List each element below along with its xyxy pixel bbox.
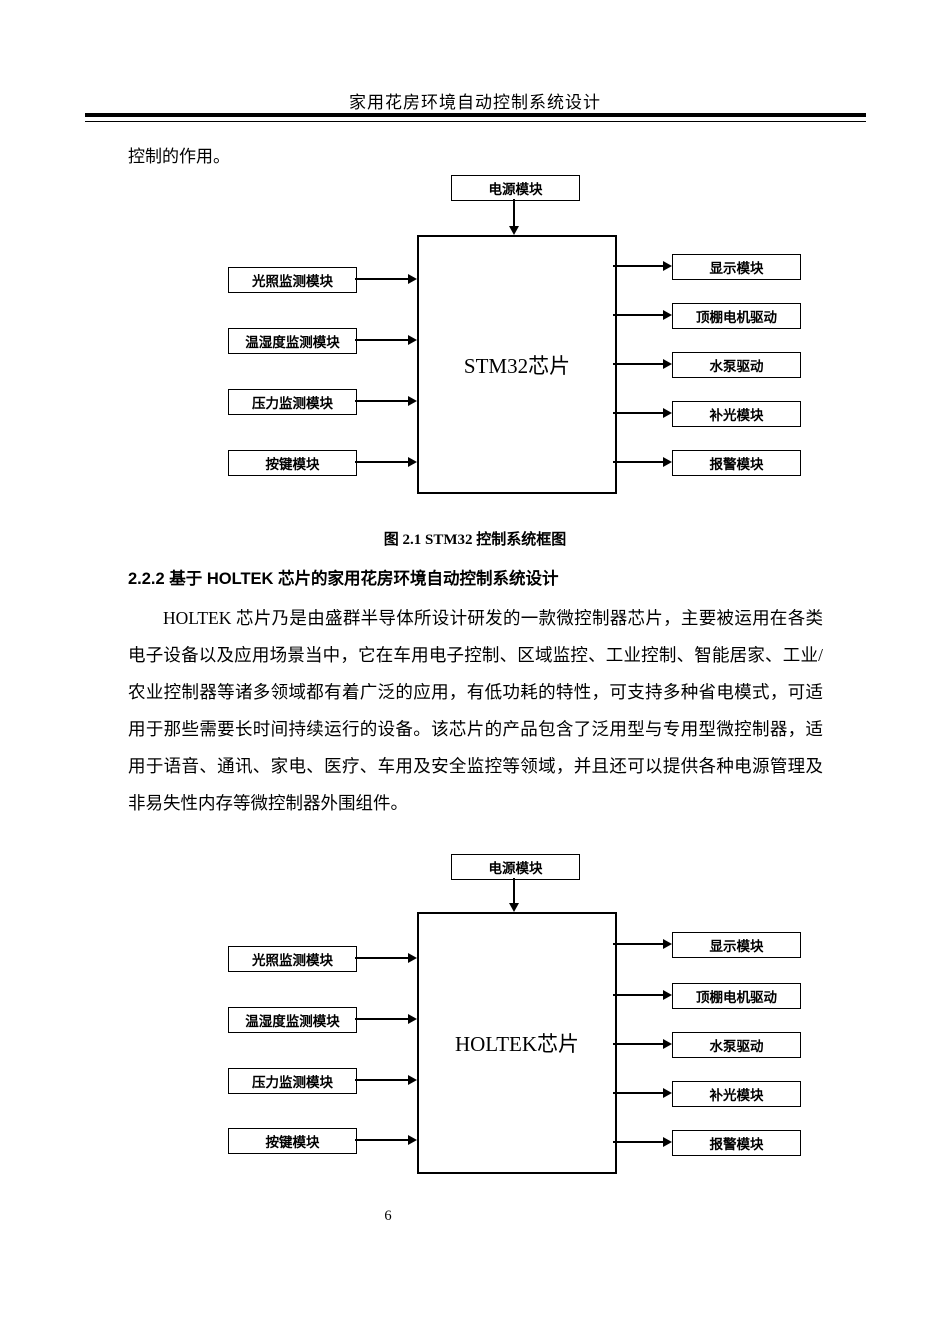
output-module-box: 补光模块 xyxy=(672,1081,801,1107)
output-module-box: 显示模块 xyxy=(672,932,801,958)
output-arrow xyxy=(613,457,672,467)
chip-box: STM32芯片 xyxy=(417,235,617,494)
figure-caption: 图 2.1 STM32 控制系统框图 xyxy=(383,532,567,548)
output-module-box: 报警模块 xyxy=(672,450,801,476)
power-module-box: 电源模块 xyxy=(451,175,580,201)
output-arrow xyxy=(613,1137,672,1147)
output-module-box: 水泵驱动 xyxy=(672,352,801,378)
output-arrow xyxy=(613,1088,672,1098)
input-module-box: 光照监测模块 xyxy=(228,267,357,293)
input-arrow xyxy=(355,1075,417,1085)
intro-text: 控制的作用。 xyxy=(128,147,230,166)
input-module-box: 按键模块 xyxy=(228,1128,357,1154)
output-module-box: 报警模块 xyxy=(672,1130,801,1156)
power-down-arrow xyxy=(509,878,519,912)
input-module-box: 压力监测模块 xyxy=(228,389,357,415)
input-module-box: 温湿度监测模块 xyxy=(228,1007,357,1033)
output-module-box: 水泵驱动 xyxy=(672,1032,801,1058)
output-module-box: 顶棚电机驱动 xyxy=(672,983,801,1009)
section-heading: 2.2.2 基于 HOLTEK 芯片的家用花房环境自动控制系统设计 xyxy=(128,570,559,588)
output-arrow xyxy=(613,1039,672,1049)
input-arrow xyxy=(355,274,417,284)
output-arrow xyxy=(613,310,672,320)
output-arrow xyxy=(613,261,672,271)
header-rule-thin xyxy=(85,121,866,122)
input-module-box: 压力监测模块 xyxy=(228,1068,357,1094)
input-module-box: 温湿度监测模块 xyxy=(228,328,357,354)
input-arrow xyxy=(355,1135,417,1145)
power-module-box: 电源模块 xyxy=(451,854,580,880)
input-module-box: 按键模块 xyxy=(228,450,357,476)
input-arrow xyxy=(355,457,417,467)
input-arrow xyxy=(355,953,417,963)
header-rule-thick xyxy=(85,113,866,117)
output-module-box: 补光模块 xyxy=(672,401,801,427)
output-arrow xyxy=(613,990,672,1000)
output-module-box: 顶棚电机驱动 xyxy=(672,303,801,329)
page-number: 6 xyxy=(384,1208,392,1224)
page-header-title: 家用花房环境自动控制系统设计 xyxy=(349,93,601,112)
input-module-box: 光照监测模块 xyxy=(228,946,357,972)
output-arrow xyxy=(613,408,672,418)
output-module-box: 显示模块 xyxy=(672,254,801,280)
input-arrow xyxy=(355,335,417,345)
input-arrow xyxy=(355,1014,417,1024)
power-down-arrow xyxy=(509,199,519,235)
body-paragraph: HOLTEK 芯片乃是由盛群半导体所设计研发的一款微控制器芯片，主要被运用在各类… xyxy=(128,608,823,813)
chip-box: HOLTEK芯片 xyxy=(417,912,617,1174)
output-arrow xyxy=(613,359,672,369)
output-arrow xyxy=(613,939,672,949)
input-arrow xyxy=(355,396,417,406)
